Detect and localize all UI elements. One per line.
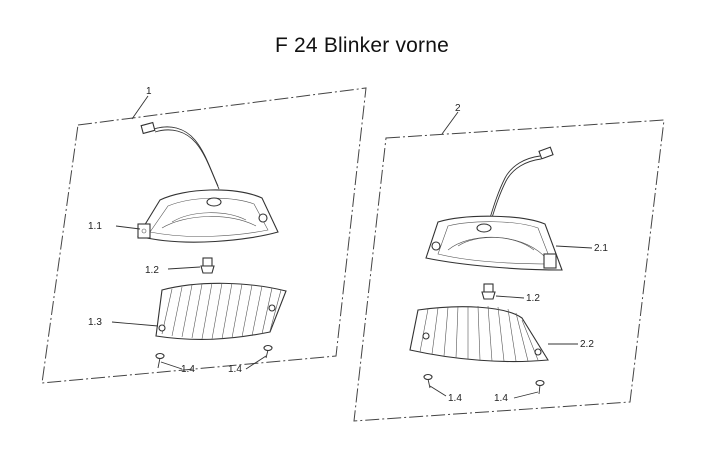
- screw-1-4-a: [155, 352, 165, 369]
- assembly-2-frame: [353, 119, 665, 422]
- leader-1-4-d: [513, 391, 539, 399]
- leader-1-2-b: [495, 295, 525, 299]
- leader-2-1: [555, 245, 593, 249]
- label-1-4-a: 1.4: [181, 364, 195, 375]
- screw-1-4-b: [263, 344, 273, 359]
- assembly-1-frame: [41, 87, 367, 384]
- leader-1-1: [115, 225, 141, 230]
- leader-1-3: [111, 321, 159, 327]
- page-title: F 24 Blinker vorne: [274, 34, 449, 57]
- leader-1-2-a: [167, 266, 201, 270]
- label-2-1: 2.1: [594, 243, 608, 254]
- leader-1-4-c: [429, 385, 447, 397]
- screw-1-4-c: [423, 373, 433, 389]
- leader-1: [131, 95, 149, 120]
- label-1-4-b: 1.4: [228, 364, 242, 375]
- label-1-4-c: 1.4: [448, 393, 462, 404]
- label-1-2-b: 1.2: [526, 293, 540, 304]
- label-1-1: 1.1: [88, 221, 102, 232]
- wire-connector-1: [140, 121, 220, 190]
- lens-2-2: [409, 305, 549, 363]
- housing-2-1: [425, 215, 563, 271]
- label-2: 2: [455, 103, 461, 114]
- bulb-1-2-b: [481, 283, 496, 300]
- label-1-4-d: 1.4: [494, 393, 508, 404]
- housing-1-1: [137, 189, 279, 243]
- label-1-3: 1.3: [88, 317, 102, 328]
- label-1: 1: [146, 86, 152, 97]
- leader-1-4-b: [245, 355, 267, 370]
- screw-1-4-d: [535, 379, 545, 395]
- label-1-2-a: 1.2: [145, 265, 159, 276]
- leader-1-4-a: [160, 361, 183, 370]
- lens-1-3: [155, 282, 287, 341]
- label-2-2: 2.2: [580, 339, 594, 350]
- leader-2: [441, 111, 459, 135]
- bulb-1-2-a: [200, 257, 215, 274]
- wire-connector-2: [489, 146, 554, 222]
